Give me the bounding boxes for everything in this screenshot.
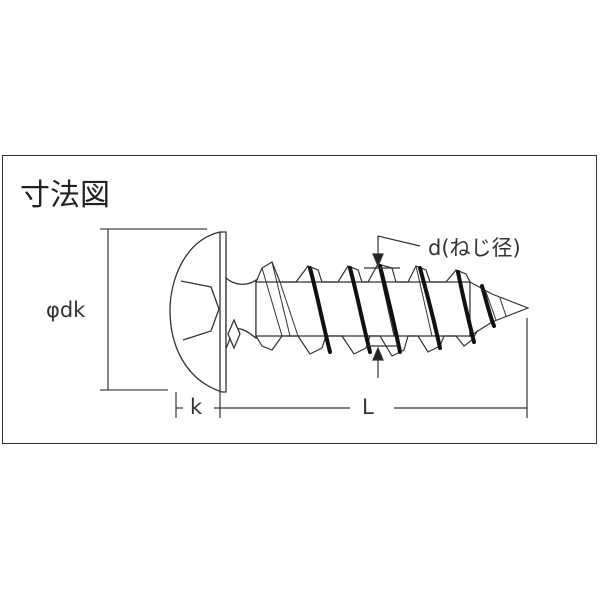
length-dimensions — [175, 318, 528, 418]
screw-threads — [255, 261, 530, 357]
head-height-label: k — [190, 395, 203, 419]
head-diameter-label: φdk — [46, 298, 86, 322]
screw-neck — [225, 276, 257, 350]
drawing-title: 寸法図 — [20, 178, 110, 213]
screw-head — [169, 231, 227, 393]
thread-diameter-label: d(ねじ径) — [428, 236, 521, 260]
head-diameter-dimension — [100, 228, 207, 391]
thread-diameter-dimension — [364, 235, 421, 378]
length-label: L — [362, 395, 374, 419]
